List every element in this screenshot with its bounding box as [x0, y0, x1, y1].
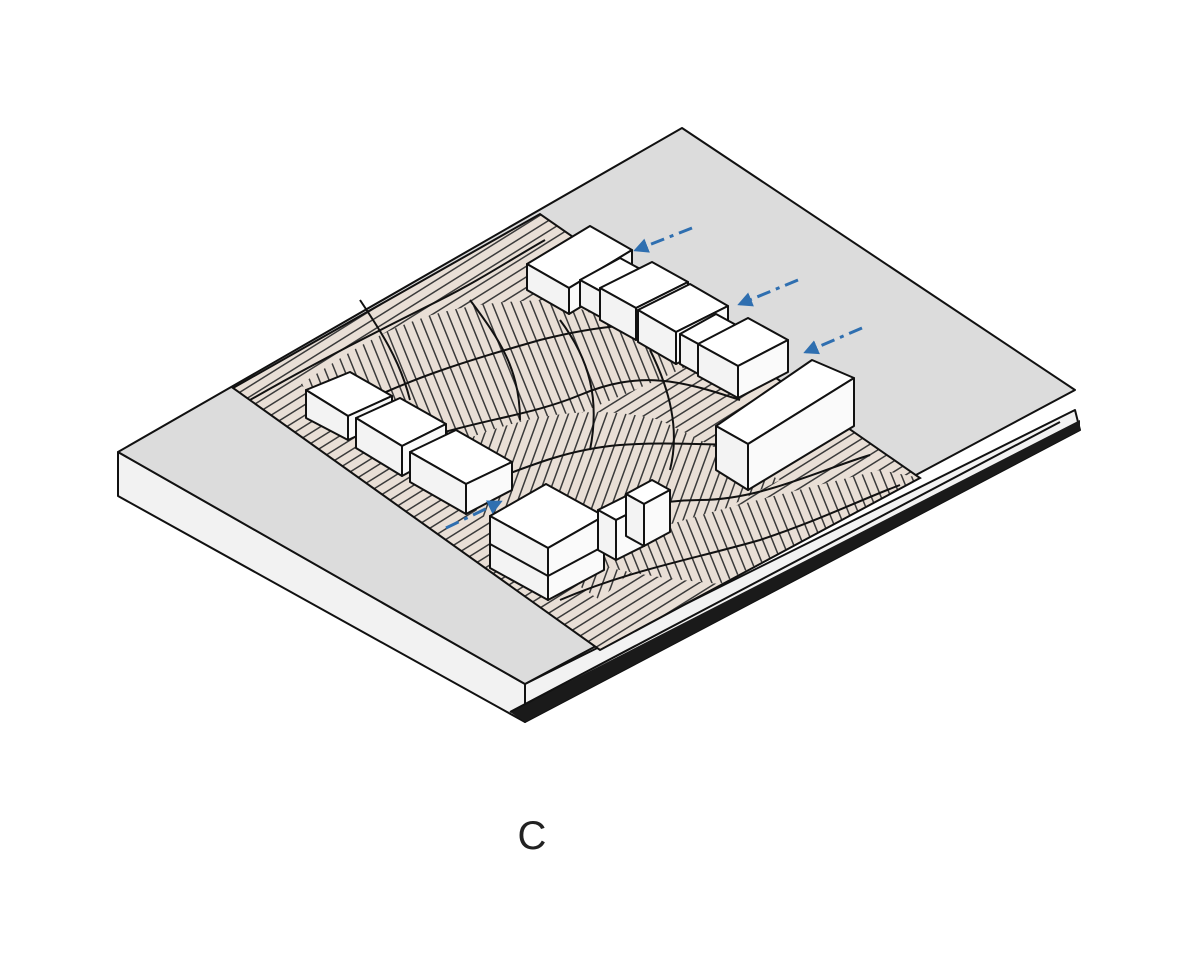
- buildings: [305, 225, 855, 601]
- building: [489, 483, 605, 601]
- arrow-icon: [445, 500, 503, 530]
- arrow-icon: [803, 326, 863, 355]
- arrow-icon: [633, 226, 693, 253]
- building: [715, 359, 855, 491]
- building: [697, 317, 789, 399]
- arrow-icon: [737, 278, 799, 307]
- building: [625, 479, 671, 547]
- figure-caption: C: [517, 814, 547, 858]
- flow-arrows: [445, 226, 863, 530]
- base-slab: [117, 409, 1081, 723]
- building: [409, 429, 513, 515]
